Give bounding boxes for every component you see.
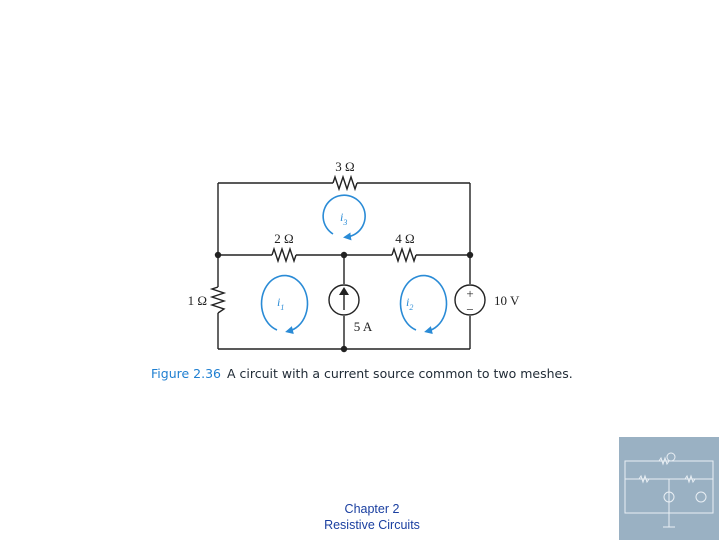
voltage-source: + −	[454, 284, 486, 317]
label-1ohm: 1 Ω	[188, 293, 207, 308]
mesh-label-i2: i2	[406, 295, 413, 312]
circuit-wires	[217, 182, 471, 350]
voltage-minus-sign: −	[466, 302, 473, 317]
footer-title: Resistive Circuits	[324, 518, 420, 532]
resistor-3ohm	[332, 174, 358, 192]
mesh-arrow-i3	[322, 194, 366, 241]
label-4ohm: 4 Ω	[395, 231, 414, 246]
figure-number: Figure 2.36	[151, 366, 221, 381]
resistor-1ohm	[209, 286, 227, 314]
label-3ohm: 3 Ω	[335, 159, 354, 174]
mesh-label-i3: i3	[340, 210, 347, 227]
node-right	[466, 251, 474, 259]
voltage-plus-sign: +	[466, 286, 473, 301]
label-2ohm: 2 Ω	[274, 231, 293, 246]
mesh-label-i1: i1	[277, 295, 284, 312]
footer-chapter: Chapter 2	[344, 502, 400, 516]
figure-caption-text: A circuit with a current source common t…	[226, 366, 573, 381]
resistor-2ohm	[271, 246, 297, 264]
junction-nodes	[214, 251, 474, 353]
resistor-4ohm	[391, 246, 417, 264]
label-5A: 5 A	[354, 319, 373, 334]
mesh-arrow-i1	[260, 274, 309, 334]
figure-caption: Figure 2.36 A circuit with a current sour…	[151, 366, 573, 381]
up-arrow-icon	[339, 287, 349, 295]
corner-circuit-thumbnail	[619, 437, 719, 540]
slide-footer: Chapter 2 Resistive Circuits	[272, 501, 472, 533]
mesh-arrow-i2	[399, 274, 448, 334]
label-10V: 10 V	[494, 293, 520, 308]
node-center	[340, 251, 348, 259]
current-source	[328, 284, 360, 316]
node-left	[214, 251, 222, 259]
thumbnail-circuit-icon	[624, 452, 714, 528]
node-bottom	[340, 345, 348, 353]
